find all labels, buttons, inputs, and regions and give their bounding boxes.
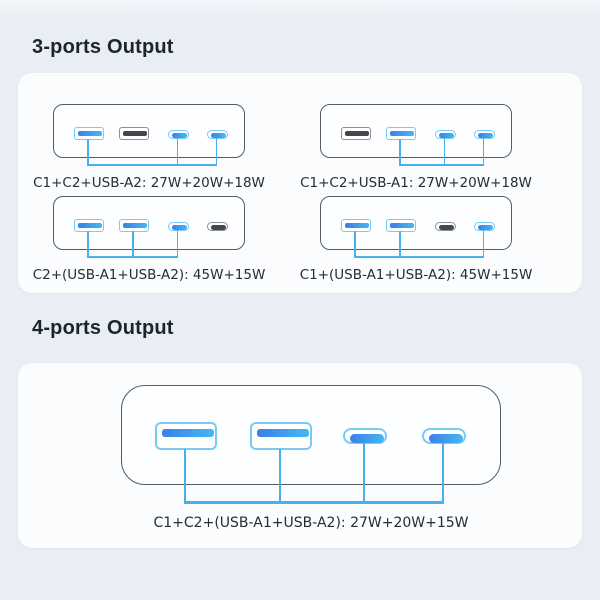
usb-c-pin-contact [439, 133, 454, 138]
usb-c-port-active [435, 130, 456, 139]
usb-c-port-active [207, 130, 228, 139]
usb-c-pin-contact [439, 225, 454, 230]
usb-a-port-active [250, 422, 312, 450]
section-title-3-ports: 3-ports Output [32, 36, 174, 58]
connector-line-vertical [354, 231, 356, 258]
connector-line-vertical [399, 139, 401, 166]
usb-a-pin-contact [345, 223, 369, 228]
connector-line-vertical [132, 231, 134, 258]
usb-a-pin-contact [162, 429, 214, 437]
usb-a-pin-contact [123, 223, 147, 228]
output-combo-label: C2+(USB-A1+USB-A2): 45W+15W [32, 267, 266, 283]
four-ports-output-card: C1+C2+(USB-A1+USB-A2): 27W+20W+15W [18, 363, 582, 548]
connector-line-vertical [215, 138, 218, 166]
connector-line-vertical [399, 231, 401, 258]
charger-body [53, 104, 245, 158]
usb-a-port-inactive [341, 127, 371, 140]
connector-line-bus [88, 164, 217, 166]
usb-c-port-active [343, 428, 387, 444]
connector-line-vertical [362, 443, 366, 504]
usb-a-pin-contact [390, 131, 414, 136]
connector-line-vertical [183, 449, 187, 504]
connector-line-bus [355, 256, 484, 258]
usb-c-port-inactive [207, 222, 228, 231]
connector-line-bus [400, 164, 484, 166]
usb-a-port-active [386, 219, 416, 232]
usb-a-port-active [74, 127, 104, 140]
charger-body [320, 196, 512, 250]
usb-c-port-active [474, 222, 495, 231]
connector-line-bus [88, 256, 178, 258]
usb-c-port-active [168, 130, 189, 139]
output-combo-label: C1+(USB-A1+USB-A2): 45W+15W [299, 267, 533, 283]
section-title-4-ports: 4-ports Output [32, 317, 174, 339]
connector-line-vertical [278, 449, 282, 504]
connector-line-bus [185, 501, 443, 504]
usb-a-pin-contact [257, 429, 309, 437]
connector-line-vertical [176, 138, 179, 166]
usb-c-port-inactive [435, 222, 456, 231]
usb-a-port-active [74, 219, 104, 232]
connector-line-vertical [441, 443, 445, 504]
connector-line-vertical [443, 138, 446, 166]
connector-line-vertical [176, 230, 179, 258]
usb-c-pin-contact [172, 133, 187, 138]
usb-a-pin-contact [123, 131, 147, 136]
usb-a-port-active [119, 219, 149, 232]
usb-a-pin-contact [390, 223, 414, 228]
connector-line-vertical [87, 231, 89, 258]
connector-line-vertical [482, 138, 485, 166]
usb-c-pin-contact [478, 133, 493, 138]
usb-c-port-active [474, 130, 495, 139]
charger-body [53, 196, 245, 250]
usb-c-port-active [168, 222, 189, 231]
usb-a-pin-contact [345, 131, 369, 136]
usb-c-pin-contact [478, 225, 493, 230]
connector-line-vertical [87, 139, 89, 166]
three-ports-output-card: C1+C2+USB-A2: 27W+20W+18W C1+C2+USB-A1: 2… [18, 73, 582, 293]
usb-c-pin-contact [211, 225, 226, 230]
output-combo-label: C1+C2+USB-A2: 27W+20W+18W [33, 175, 265, 191]
usb-c-pin-contact [172, 225, 187, 230]
output-combo-label: C1+C2+USB-A1: 27W+20W+18W [300, 175, 532, 191]
usb-c-port-active [422, 428, 466, 444]
usb-c-pin-contact [429, 433, 463, 443]
connector-line-vertical [482, 230, 485, 258]
charger-body [320, 104, 512, 158]
usb-c-pin-contact [211, 133, 226, 138]
usb-a-pin-contact [78, 223, 102, 228]
usb-c-pin-contact [350, 433, 384, 443]
output-combo-label: C1+C2+(USB-A1+USB-A2): 27W+20W+15W [153, 515, 469, 531]
usb-a-port-inactive [119, 127, 149, 140]
usb-a-port-active [341, 219, 371, 232]
usb-a-port-active [155, 422, 217, 450]
usb-a-pin-contact [78, 131, 102, 136]
usb-a-port-active [386, 127, 416, 140]
